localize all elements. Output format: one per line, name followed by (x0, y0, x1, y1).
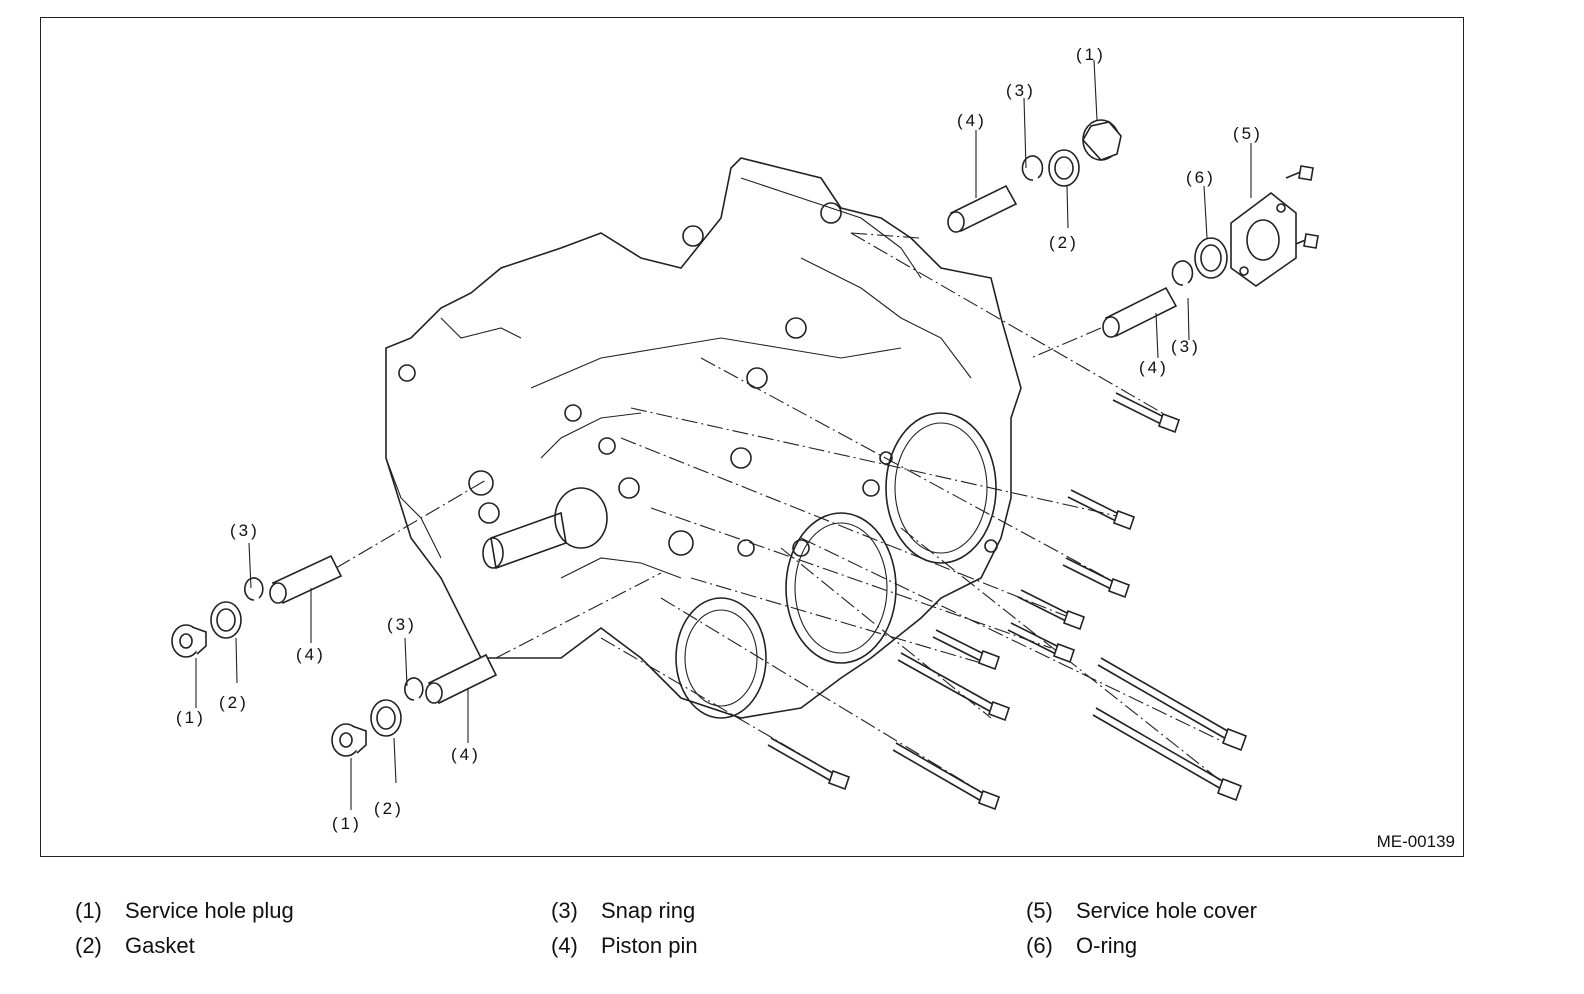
snap-ring (244, 577, 264, 601)
callout-3: (3) (387, 615, 417, 634)
bolt (1007, 622, 1076, 664)
legend-item: (3) Snap ring (551, 898, 695, 924)
callout-2: (2) (374, 799, 404, 818)
parts-left (171, 542, 498, 810)
legend-label: Service hole plug (125, 898, 294, 923)
legend-item: (2) Gasket (75, 933, 195, 959)
callout-1: (1) (332, 814, 362, 833)
callout-5: (5) (1233, 124, 1263, 143)
legend-label: Gasket (125, 933, 195, 958)
bolt (1017, 589, 1086, 631)
service-hole-plug (1082, 119, 1122, 161)
gasket (1048, 149, 1080, 187)
callout-4: (4) (296, 645, 326, 664)
callout-labels: (1) (3) (4) (2) (5) (6) (3) (4) (3) (4) … (176, 45, 1263, 833)
callout-3: (3) (230, 521, 260, 540)
legend-item: (1) Service hole plug (75, 898, 294, 924)
piston-pin (425, 653, 498, 705)
callout-1: (1) (176, 708, 206, 727)
parts-top-right (947, 59, 1297, 359)
bolt (1067, 489, 1136, 531)
bolt (932, 629, 1001, 671)
legend-item: (5) Service hole cover (1026, 898, 1257, 924)
legend-label: Snap ring (601, 898, 696, 923)
legend-item: (6) O-ring (1026, 933, 1137, 959)
callout-4: (4) (957, 111, 987, 130)
callout-1: (1) (1076, 45, 1106, 64)
snap-ring (1021, 155, 1044, 181)
legend-number: (5) (1026, 898, 1053, 923)
legend-number: (3) (551, 898, 578, 923)
service-hole-plug (171, 624, 207, 658)
service-hole-plug (331, 723, 367, 757)
exploded-view-diagram: (1) (3) (4) (2) (5) (6) (3) (4) (3) (4) … (171, 45, 1319, 833)
legend-number: (1) (75, 898, 102, 923)
legend-label: Service hole cover (1076, 898, 1257, 923)
piston-pin (947, 184, 1018, 233)
callout-2: (2) (219, 693, 249, 712)
service-hole-cover (1230, 191, 1297, 287)
gasket (210, 601, 242, 639)
gasket (370, 699, 402, 737)
bolt (1097, 657, 1248, 752)
snap-ring (1171, 260, 1194, 286)
piston-pin (1102, 286, 1178, 338)
bolts (767, 165, 1319, 811)
bolt (892, 742, 1001, 811)
legend-item: (4) Piston pin (551, 933, 698, 959)
figure-code: ME-00139 (1376, 832, 1455, 851)
legend-number: (6) (1026, 933, 1053, 958)
crankcase-body (385, 157, 1022, 719)
callout-6: (6) (1186, 168, 1216, 187)
callout-3: (3) (1006, 81, 1036, 100)
callout-4: (4) (451, 745, 481, 764)
diagram-frame: (1) (3) (4) (2) (5) (6) (3) (4) (3) (4) … (40, 17, 1464, 857)
legend-label: O-ring (1076, 933, 1138, 958)
callout-3: (3) (1171, 337, 1201, 356)
bolt (1285, 165, 1314, 181)
callout-4: (4) (1139, 358, 1169, 377)
piston-pin (269, 554, 343, 605)
callout-2: (2) (1049, 233, 1079, 252)
bolt (897, 652, 1011, 722)
parts-legend: (1) Service hole plug (2) Gasket (3) Snap r… (0, 888, 1584, 978)
bolt (1062, 557, 1131, 599)
snap-ring (404, 677, 424, 701)
legend-number: (4) (551, 933, 578, 958)
bolt (1112, 392, 1181, 434)
legend-label: Piston pin (601, 933, 698, 958)
o-ring (1194, 237, 1228, 279)
bolt (767, 737, 851, 791)
legend-number: (2) (75, 933, 102, 958)
alignment-lines (335, 232, 1237, 799)
bolt (1092, 707, 1243, 802)
